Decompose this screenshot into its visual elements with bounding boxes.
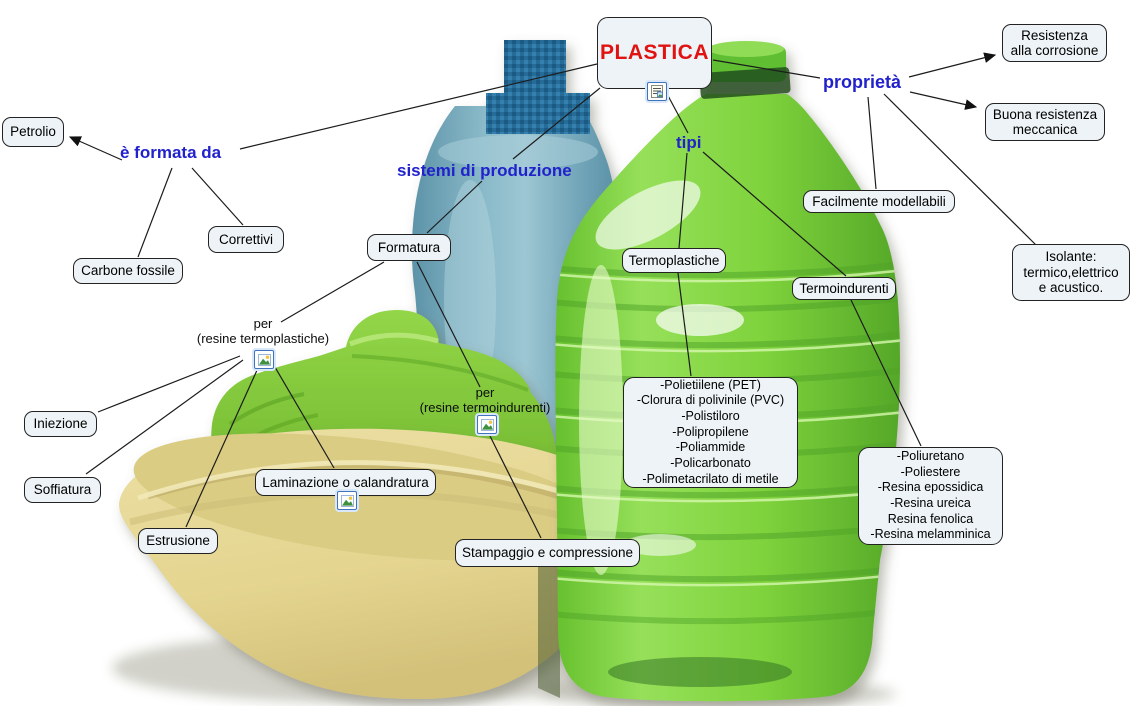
linking-phrase-e-formata-da[interactable]: è formata da bbox=[120, 143, 222, 162]
node-plastica-label: PLASTICA bbox=[600, 41, 709, 65]
node-termoindurenti-label: Termoindurenti bbox=[799, 280, 889, 296]
node-formatura[interactable]: Formatura bbox=[367, 234, 451, 261]
per-tp-line1: per bbox=[253, 316, 273, 331]
edge-tipi-termoindurenti bbox=[702, 151, 847, 277]
node-correttivi[interactable]: Correttivi bbox=[208, 226, 284, 253]
tp-list-line: -Polimetacrilato di metile bbox=[642, 471, 779, 486]
per-ti-line1: per bbox=[475, 385, 495, 400]
node-facilmente-modellabili[interactable]: Facilmente modellabili bbox=[803, 190, 955, 213]
linking-phrase-per-resine-termoindurenti[interactable]: per (resine termoindurenti) bbox=[414, 385, 556, 415]
linking-phrase-sistemi-di-produzione[interactable]: sistemi di produzione bbox=[397, 161, 572, 180]
edge-plastica-properties bbox=[712, 59, 821, 79]
edge-formatura-per-tp bbox=[280, 261, 385, 323]
node-facilmente-label: Facilmente modellabili bbox=[812, 193, 946, 209]
linking-phrase-proprieta[interactable]: proprietà bbox=[823, 72, 902, 92]
node-laminazione[interactable]: Laminazione o calandratura bbox=[255, 469, 436, 496]
per-tp-line2: (resine termoplastiche) bbox=[196, 330, 330, 346]
edge-pertp-estrusione bbox=[185, 367, 259, 528]
edge-formatura-per-ti bbox=[416, 261, 481, 388]
linking-phrase-per-resine-termoplastiche[interactable]: per (resine termoplastiche) bbox=[192, 316, 334, 346]
edge-formed-petrolio bbox=[68, 136, 123, 161]
node-soffiatura[interactable]: Soffiatura bbox=[24, 477, 101, 503]
ti-list-line: -Resina epossidica bbox=[877, 480, 984, 495]
node-termoplastiche-list[interactable]: -Polietiilene (PET) -Clorura di polivini… bbox=[623, 377, 798, 488]
node-estrusione[interactable]: Estrusione bbox=[138, 528, 218, 554]
ti-list-line: -Poliestere bbox=[900, 464, 961, 479]
edge-formed-correttivi bbox=[191, 167, 244, 226]
isolante-line: termico,elettrico bbox=[1023, 264, 1119, 280]
ti-list-line: -Resina melamminica bbox=[870, 527, 991, 542]
node-isolante[interactable]: Isolante: termico,elettrico e acustico. bbox=[1012, 244, 1130, 301]
ti-list-line: -Resina ureica bbox=[890, 496, 971, 510]
edge-properties-isolante bbox=[883, 93, 1037, 246]
edge-formed-carbone bbox=[137, 167, 173, 258]
document-resource-icon[interactable] bbox=[647, 82, 667, 101]
edge-plastica-formed bbox=[239, 63, 598, 150]
ti-list-line: Resina fenolica bbox=[887, 511, 974, 526]
edge-production-formatura bbox=[426, 180, 483, 234]
node-iniezione-label: Iniezione bbox=[33, 416, 88, 432]
edge-tipi-termoplastiche bbox=[678, 152, 688, 249]
node-soffiatura-label: Soffiatura bbox=[33, 482, 92, 498]
edge-properties-meccanica bbox=[909, 91, 978, 110]
node-iniezione[interactable]: Iniezione bbox=[24, 411, 97, 437]
tp-list-line: -Policarbonato bbox=[670, 456, 751, 471]
corrosione-line: Resistenza bbox=[1021, 27, 1088, 43]
node-laminazione-label: Laminazione o calandratura bbox=[262, 474, 429, 490]
node-correttivi-label: Correttivi bbox=[218, 231, 273, 247]
image-resource-icon[interactable] bbox=[337, 491, 357, 510]
edge-pertp-laminazione bbox=[271, 361, 335, 469]
edge-plastica-production bbox=[512, 87, 601, 160]
node-stampaggio-label: Stampaggio e compressione bbox=[461, 545, 634, 561]
node-termoindurenti[interactable]: Termoindurenti bbox=[792, 277, 896, 300]
node-formatura-label: Formatura bbox=[377, 239, 441, 255]
meccanica-line: meccanica bbox=[1012, 122, 1078, 137]
edge-perti-stampaggio bbox=[487, 431, 542, 539]
node-resistenza-corrosione[interactable]: Resistenza alla corrosione bbox=[1002, 24, 1107, 62]
edge-pertp-soffiatura bbox=[85, 359, 244, 475]
tp-list-line: -Polipropilene bbox=[672, 424, 749, 439]
node-termoplastiche-label: Termoplastiche bbox=[628, 252, 720, 268]
ti-list-line: -Poliuretano bbox=[896, 448, 965, 463]
bottle-bowl-shadow bbox=[538, 552, 560, 698]
node-petrolio-label: Petrolio bbox=[10, 124, 56, 140]
node-carbone-fossile[interactable]: Carbone fossile bbox=[73, 258, 183, 284]
edge-termoplastiche-list bbox=[677, 272, 692, 377]
tp-list-line: -Clorura di polivinile (PVC) bbox=[636, 393, 785, 408]
edge-lines bbox=[68, 52, 1037, 539]
node-plastica[interactable]: PLASTICA bbox=[597, 17, 712, 89]
node-stampaggio[interactable]: Stampaggio e compressione bbox=[455, 539, 640, 567]
tp-list-line: -Poliammide bbox=[675, 440, 746, 455]
node-carbone-label: Carbone fossile bbox=[81, 263, 175, 279]
edge-properties-corrosione bbox=[908, 52, 997, 78]
image-resource-icon[interactable] bbox=[477, 415, 497, 434]
green-bottle-photo bbox=[555, 41, 900, 702]
node-termoindurenti-list[interactable]: -Poliuretano -Poliestere -Resina epossid… bbox=[858, 447, 1003, 545]
tp-list-line: -Polistiloro bbox=[681, 408, 740, 423]
isolante-line: Isolante: bbox=[1045, 249, 1097, 265]
linking-phrase-tipi[interactable]: tipi bbox=[676, 133, 702, 152]
per-ti-line2: (resine termoindurenti) bbox=[419, 399, 551, 415]
tp-list-line: -Polietiilene (PET) bbox=[660, 377, 761, 392]
isolante-line: e acustico. bbox=[1038, 280, 1104, 296]
node-termoplastiche[interactable]: Termoplastiche bbox=[622, 248, 726, 273]
node-petrolio[interactable]: Petrolio bbox=[2, 117, 64, 147]
yellow-bowl-photo bbox=[119, 428, 621, 699]
edge-termoindurenti-list bbox=[850, 299, 922, 447]
edge-properties-facilmente bbox=[867, 96, 877, 190]
edge-pertp-iniezione bbox=[97, 355, 241, 413]
meccanica-line: Buona resistenza bbox=[992, 106, 1098, 122]
image-resource-icon[interactable] bbox=[254, 350, 274, 369]
node-resistenza-meccanica[interactable]: Buona resistenza meccanica bbox=[985, 103, 1105, 141]
edge-plastica-tipi bbox=[665, 91, 689, 134]
node-estrusione-label: Estrusione bbox=[146, 533, 210, 549]
corrosione-line: alla corrosione bbox=[1010, 43, 1099, 58]
